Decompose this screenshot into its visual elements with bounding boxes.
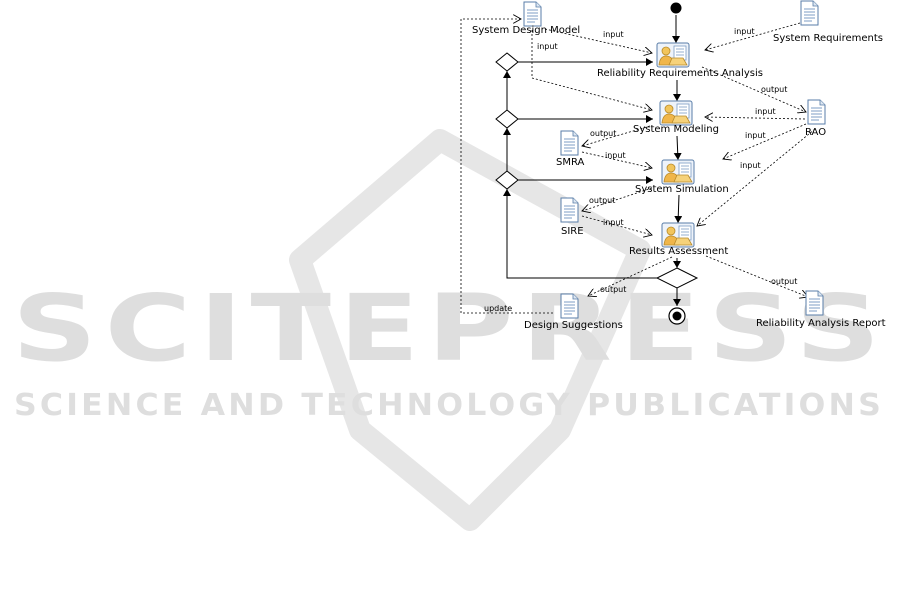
decision-node-3 (495, 170, 519, 190)
control-flows (503, 15, 683, 306)
artifact-smra: SMRA (556, 130, 585, 168)
label-output-assessment-suggestions: output (600, 285, 626, 294)
artifact-sire-label: SIRE (561, 226, 584, 237)
watermark-subtitle: SCIENCE AND TECHNOLOGY PUBLICATIONS (14, 388, 884, 423)
flow-labels: input input input output input input inp… (484, 27, 797, 313)
artifact-rao-icon (807, 99, 826, 125)
label-output-assessment-report: output (771, 277, 797, 286)
activity-system-modeling-icon (659, 100, 693, 126)
artifact-design-suggestions: Design Suggestions (524, 293, 623, 331)
flow-rao-to-modeling (705, 117, 806, 119)
activity-results-assessment-label: Results Assessment (629, 246, 728, 257)
label-input-sysreq-rra: input (734, 27, 755, 36)
artifact-reliability-analysis-report-label: Reliability Analysis Report (756, 318, 886, 329)
artifact-system-requirements: System Requirements (773, 0, 883, 44)
watermark-shape (289, 129, 651, 531)
decision-node-1 (495, 52, 519, 72)
artifact-sire-icon (560, 197, 579, 223)
watermark-title: SCITEPRESS (12, 275, 888, 382)
activity-results-assessment: Results Assessment (629, 222, 728, 257)
artifact-system-design-model: System Design Model (472, 1, 580, 36)
artifact-reliability-analysis-report-icon (805, 290, 824, 316)
activity-rra: Reliability Requirements Analysis (597, 42, 763, 79)
flow-rra-to-rao (701, 66, 806, 112)
flow-assessment-to-suggestions (588, 256, 673, 296)
artifact-system-requirements-label: System Requirements (773, 33, 883, 44)
label-input-sdm-modeling: input (537, 42, 558, 51)
artifact-sire: SIRE (560, 197, 584, 237)
artifact-rao-label: RAO (805, 127, 826, 138)
label-input-smra-simulation: input (605, 151, 626, 160)
label-input-rao-assessment: input (740, 161, 761, 170)
activity-system-simulation: System Simulation (635, 159, 729, 195)
flow-simulation-to-sire (582, 187, 653, 211)
artifact-system-design-model-icon (523, 1, 542, 27)
activity-results-assessment-icon (661, 222, 695, 248)
label-output-simulation-sire: output (589, 196, 615, 205)
label-input-rao-simulation: input (745, 131, 766, 140)
decision-node-2 (495, 109, 519, 129)
artifact-rao: RAO (805, 99, 826, 138)
initial-node (670, 2, 682, 14)
activity-system-simulation-label: System Simulation (635, 184, 729, 195)
label-output-rra-rao: output (761, 85, 787, 94)
activity-rra-icon (656, 42, 690, 68)
artifact-smra-icon (560, 130, 579, 156)
object-flows (460, 19, 816, 314)
flow-sysreq-to-rra (705, 22, 801, 50)
decision-node-4 (655, 267, 699, 289)
activity-system-modeling-label: System Modeling (633, 124, 719, 135)
artifact-reliability-analysis-report: Reliability Analysis Report (756, 290, 886, 329)
flow-update-to-sdm (460, 19, 553, 314)
label-update-suggestions-sdm: update (484, 304, 512, 313)
activity-rra-label: Reliability Requirements Analysis (597, 68, 763, 79)
label-output-modeling-smra: output (590, 129, 616, 138)
activity-system-simulation-icon (661, 159, 695, 185)
flow-rao-to-assessment (697, 128, 816, 226)
flow-rao-to-simulation (723, 123, 807, 159)
artifact-smra-label: SMRA (556, 157, 585, 168)
artifact-design-suggestions-icon (560, 293, 579, 319)
final-node (668, 307, 686, 325)
flow-sdm-to-modeling (531, 30, 652, 110)
artifact-design-suggestions-label: Design Suggestions (524, 320, 623, 331)
flow-sire-to-assessment (581, 215, 652, 235)
label-input-sire-assessment: input (603, 218, 624, 227)
artifact-system-design-model-label: System Design Model (472, 25, 580, 36)
activity-system-modeling: System Modeling (633, 100, 719, 135)
flow-modeling-to-simulation (673, 135, 682, 161)
artifact-system-requirements-icon (800, 0, 819, 26)
flow-loop-back (503, 189, 657, 279)
label-input-rao-modeling: input (755, 107, 776, 116)
flow-simulation-to-assessment (674, 194, 683, 224)
label-input-sdm-rra: input (603, 30, 624, 39)
